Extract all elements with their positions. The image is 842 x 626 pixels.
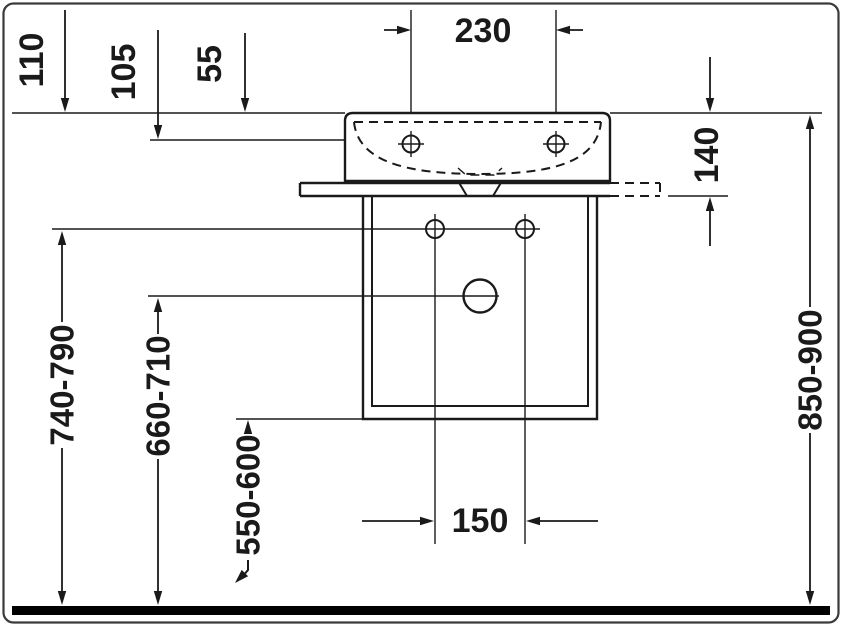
dim-label-740-790: 740-790 (44, 324, 81, 445)
basin-bowl-hidden-line (353, 121, 602, 176)
arrowhead-left-icon (526, 516, 540, 526)
arrowhead-right-icon (420, 516, 434, 526)
dim-label-110: 110 (13, 33, 51, 88)
dimension-230-extension-lines (410, 10, 557, 113)
arrowhead-down-icon (153, 125, 163, 139)
washbasin-body (343, 111, 612, 197)
dimension-740-790: 740-790 (44, 231, 81, 605)
faucet-hole-right-crosshair (543, 131, 569, 157)
dimension-850-900: 850-900 (792, 115, 829, 605)
reference-lines (12, 112, 822, 420)
pedestal-outer-outline (361, 196, 599, 421)
height-adjust-arrow-tail (244, 560, 249, 575)
arrowhead-down-icon (153, 591, 163, 605)
dimension-230: 230 (384, 10, 583, 113)
arrowhead-down-icon (705, 98, 715, 112)
drain-hole (462, 278, 498, 314)
faucet-hole-left-crosshair (398, 131, 424, 157)
dim-label-850-900: 850-900 (792, 309, 829, 430)
dimension-55: 55 (191, 33, 250, 112)
arrowhead-right-icon (397, 25, 411, 35)
arrowhead-down-icon (57, 591, 67, 605)
dim-label-55: 55 (191, 45, 229, 83)
dimension-105: 105 (105, 30, 163, 139)
dimension-110: 110 (13, 10, 70, 112)
height-adjust-arrow-icon (235, 569, 249, 583)
arrowhead-down-icon (805, 591, 815, 605)
arrowhead-up-icon (705, 197, 715, 211)
floor-ground-line (12, 606, 830, 615)
console-board (298, 181, 661, 198)
dim-label-660-710: 660-710 (140, 335, 177, 456)
console-board-outline (298, 181, 610, 198)
dimension-660-710: 660-710 (140, 298, 177, 605)
pedestal-inner-outline (371, 196, 589, 407)
arrowhead-up-icon (805, 115, 815, 129)
dim-label-105: 105 (105, 44, 143, 101)
dim-label-550-600: 550-600 (230, 434, 267, 555)
dimension-550-600: 550-600 (230, 420, 267, 583)
console-board-hidden-extension (610, 182, 661, 197)
dim-label-140: 140 (688, 127, 726, 184)
dim-label-150: 150 (452, 502, 509, 540)
arrowhead-up-icon (243, 420, 253, 434)
arrowhead-down-icon (60, 98, 70, 112)
arrowhead-left-icon (556, 25, 570, 35)
dimension-150: 150 (362, 502, 598, 540)
arrowhead-down-icon (240, 98, 250, 112)
arrowhead-up-icon (153, 298, 163, 312)
arrowhead-up-icon (57, 231, 67, 245)
drain-recess-hidden-line (457, 167, 503, 176)
basin-outer-rim (343, 111, 612, 183)
dim-label-230: 230 (455, 12, 512, 50)
pedestal (361, 196, 599, 544)
dimension-140: 140 (688, 57, 726, 246)
